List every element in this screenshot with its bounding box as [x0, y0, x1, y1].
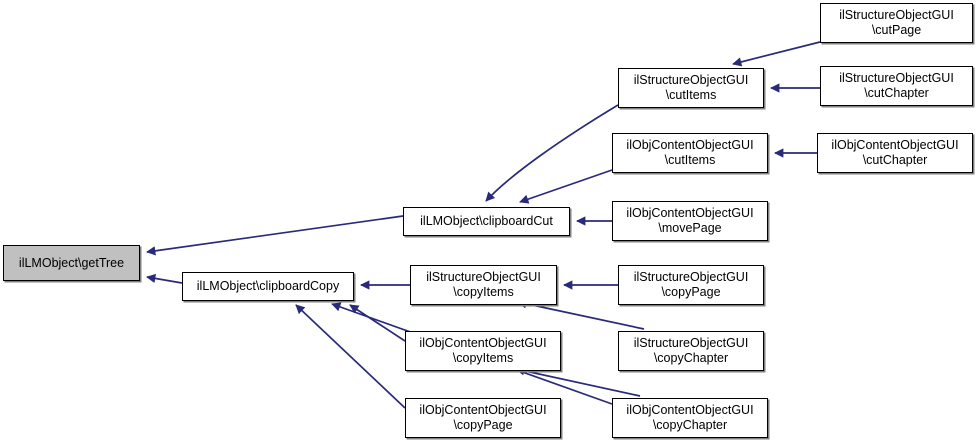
node-ilObjContentObjectGUI-cutChapter[interactable]: ilObjContentObjectGUI \cutChapter — [817, 133, 973, 173]
node-label-line1: ilStructureObjectGUI — [839, 8, 954, 22]
node-ilObjContentObjectGUI-copyChapter[interactable]: ilObjContentObjectGUI \copyChapter — [612, 398, 768, 438]
edge-objcopyitems-clipboardcopy — [349, 304, 406, 342]
node-label-line1: ilObjContentObjectGUI — [419, 403, 547, 417]
node-label-line1: ilObjContentObjectGUI — [626, 138, 754, 152]
edge-clipboardcut-gettree — [146, 215, 404, 256]
node-label-line1: ilStructureObjectGUI — [426, 270, 541, 284]
edge-structcutpage-structcutitems — [732, 41, 821, 67]
node-label-line2: \copyItems — [452, 351, 514, 365]
node-label-line1: ilLMObject\clipboardCopy — [196, 279, 340, 293]
node-label-line2: \movePage — [658, 221, 722, 235]
node-label-line2: \copyItems — [453, 285, 514, 299]
node-ilStructureObjectGUI-cutItems[interactable]: ilStructureObjectGUI \cutItems — [618, 68, 764, 108]
node-label-line2: \cutItems — [664, 153, 716, 167]
node-label-line1: ilObjContentObjectGUI — [626, 206, 754, 220]
node-ilObjContentObjectGUI-cutItems[interactable]: ilObjContentObjectGUI \cutItems — [612, 133, 768, 173]
node-ilStructureObjectGUI-cutPage[interactable]: ilStructureObjectGUI \cutPage — [820, 3, 973, 43]
node-label-line1: ilObjContentObjectGUI — [831, 138, 959, 152]
node-label-line2: \cutItems — [665, 88, 717, 102]
node-label-line2: \cutPage — [871, 23, 922, 37]
node-ilStructureObjectGUI-copyPage[interactable]: ilStructureObjectGUI \copyPage — [618, 265, 764, 305]
node-ilObjContentObjectGUI-copyItems[interactable]: ilObjContentObjectGUI \copyItems — [405, 331, 561, 371]
node-ilStructureObjectGUI-copyChapter[interactable]: ilStructureObjectGUI \copyChapter — [618, 331, 764, 371]
node-ilLMObject-getTree[interactable]: ilLMObject\getTree — [3, 245, 140, 281]
edge-objcutitems-clipboardcut — [519, 169, 613, 204]
edge-structcutitems-clipboardcut — [485, 104, 619, 202]
node-label-line1: ilObjContentObjectGUI — [419, 336, 547, 350]
node-label-line2: \copyPage — [453, 418, 513, 432]
node-label-line1: ilStructureObjectGUI — [633, 73, 749, 87]
edge-objcopychapter-objcopyitems — [515, 366, 641, 397]
node-ilObjContentObjectGUI-movePage[interactable]: ilObjContentObjectGUI \movePage — [612, 201, 768, 241]
node-label-line1: ilLMObject\getTree — [18, 255, 125, 270]
node-ilLMObject-clipboardCopy[interactable]: ilLMObject\clipboardCopy — [182, 272, 354, 301]
node-label-line1: ilStructureObjectGUI — [633, 270, 749, 284]
node-label-line2: \cutChapter — [862, 153, 928, 167]
node-label-line2: \cutChapter — [864, 86, 929, 100]
node-label-line2: \copyChapter — [652, 418, 728, 432]
node-ilLMObject-clipboardCut[interactable]: ilLMObject\clipboardCut — [403, 207, 570, 236]
edge-clipboardcopy-gettree — [146, 273, 183, 284]
node-label-line1: ilObjContentObjectGUI — [626, 403, 754, 417]
node-ilStructureObjectGUI-cutChapter[interactable]: ilStructureObjectGUI \cutChapter — [820, 66, 973, 106]
edge-structcopychapter-structcopyitems — [517, 299, 645, 330]
node-label-line2: \copyChapter — [653, 351, 729, 365]
node-ilStructureObjectGUI-copyItems[interactable]: ilStructureObjectGUI \copyItems — [410, 265, 557, 305]
node-label-line1: ilLMObject\clipboardCut — [420, 214, 553, 228]
node-label-line1: ilStructureObjectGUI — [633, 336, 749, 350]
node-label-line2: \copyPage — [661, 285, 721, 299]
node-ilObjContentObjectGUI-copyPage[interactable]: ilObjContentObjectGUI \copyPage — [405, 398, 561, 438]
node-label-line1: ilStructureObjectGUI — [839, 71, 954, 85]
edge-objcopypage-clipboardcopy — [295, 304, 406, 409]
